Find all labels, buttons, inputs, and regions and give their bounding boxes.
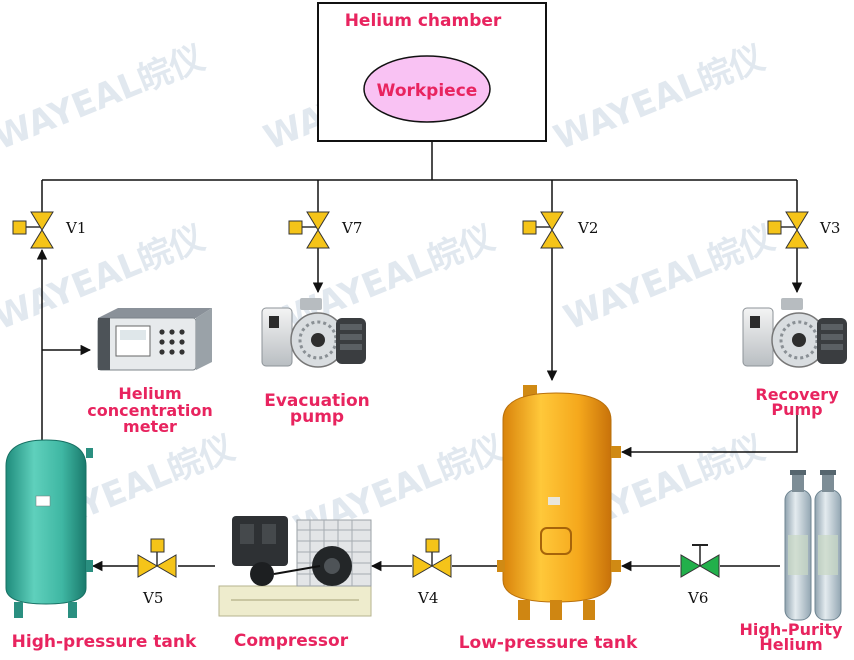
valve-v3-label: V3 — [819, 219, 840, 237]
watermark-text: WAYEAL皖仪 — [0, 38, 210, 159]
chamber-title: Helium chamber — [345, 11, 502, 31]
hp-helium-label-line1: High-Purity — [740, 620, 844, 639]
recovery-pump — [742, 298, 847, 368]
valve-v6-label: V6 — [687, 589, 708, 607]
valve-v5-label: V5 — [142, 589, 163, 607]
high-pressure-tank — [5, 439, 93, 618]
workpiece-label: Workpiece — [377, 81, 478, 101]
helium-cylinders — [784, 470, 842, 621]
valve-v1-label: V1 — [65, 219, 86, 237]
valve-v1[interactable]: V1 — [12, 211, 86, 249]
valve-v4-label: V4 — [417, 589, 438, 607]
hp-helium-label-line2: Helium — [759, 635, 822, 654]
valve-v7[interactable]: V7 — [288, 211, 362, 249]
recovery-label-line2: Pump — [771, 400, 822, 419]
low-pressure-tank — [497, 385, 621, 620]
valve-v7-label: V7 — [341, 219, 362, 237]
evacuation-pump — [261, 298, 366, 368]
workpiece-ellipse — [363, 55, 491, 123]
valve-v2[interactable]: V2 — [522, 211, 598, 249]
pipe-recovery-to-lptank — [620, 415, 798, 458]
helium-meter — [97, 308, 212, 371]
watermark-text: WAYEAL皖仪 — [548, 38, 770, 159]
valve-v2-label: V2 — [577, 219, 598, 237]
helium-chamber: Helium chamber Workpiece — [317, 2, 547, 142]
evac-label-line2: pump — [290, 407, 344, 427]
meter-label-line2: concentration — [87, 401, 212, 420]
compressor-label: Compressor — [234, 631, 349, 651]
recovery-label-line1: Recovery — [755, 385, 839, 404]
valve-v3[interactable]: V3 — [767, 211, 840, 249]
compressor — [218, 516, 372, 617]
meter-label-line3: meter — [123, 417, 177, 436]
evac-label-line1: Evacuation — [264, 391, 370, 411]
valve-v5[interactable]: V5 — [137, 538, 177, 607]
lp-tank-label: Low-pressure tank — [459, 633, 638, 653]
meter-label-line1: Helium — [118, 384, 181, 403]
pipes — [36, 141, 803, 572]
valve-v4[interactable]: V4 — [412, 538, 452, 607]
valve-v6[interactable]: V6 — [680, 544, 720, 607]
hp-tank-label: High-pressure tank — [12, 632, 197, 652]
